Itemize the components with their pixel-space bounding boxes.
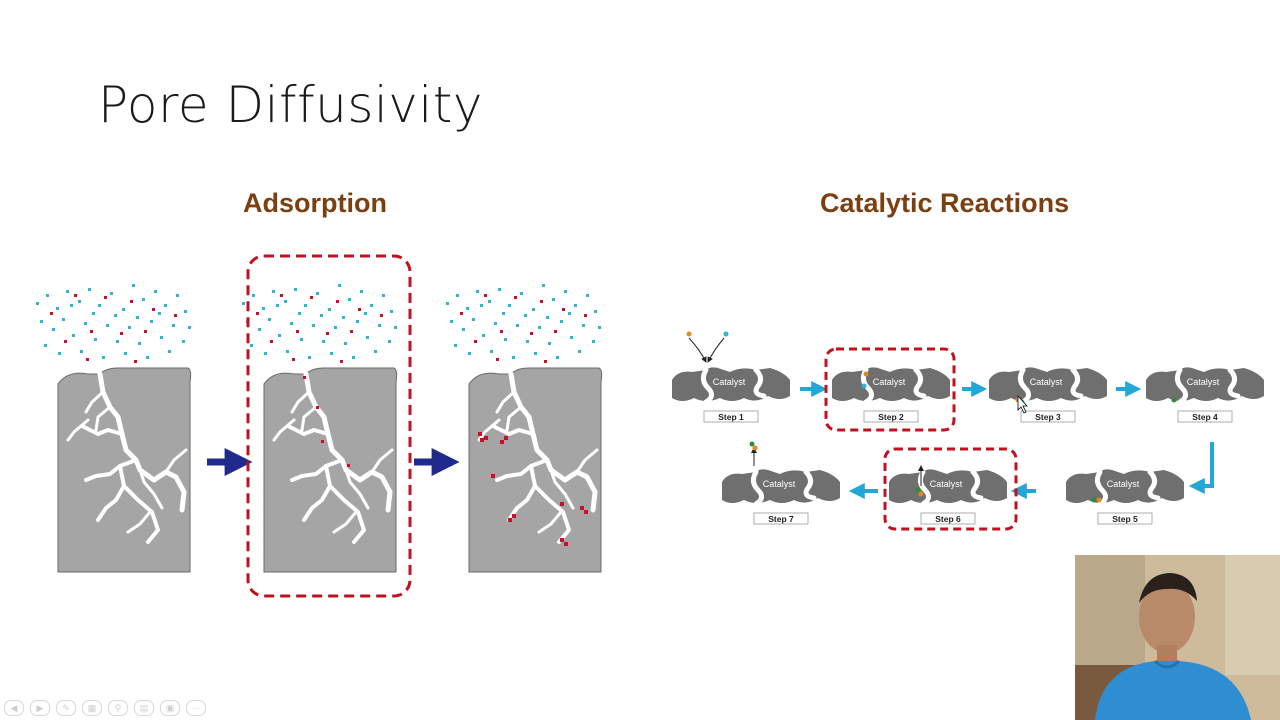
slide-title: Pore Diffusivity <box>98 76 483 134</box>
adsorption-stage-2 <box>242 284 397 572</box>
mouse-cursor-icon <box>1017 394 1028 414</box>
step-label: Step 5 <box>1112 514 1138 524</box>
catalytic-step-3: Catalyst Step 3 <box>989 367 1107 423</box>
catalyst-label: Catalyst <box>873 377 906 387</box>
adsorption-stage-3 <box>446 284 602 572</box>
prev-icon[interactable]: ◀ <box>4 700 24 716</box>
step-6-highlight-box <box>883 447 1018 531</box>
catalytic-step-5: Catalyst Step 5 <box>1066 469 1184 525</box>
catalytic-step-2: Catalyst Step 2 <box>832 367 950 423</box>
step-label: Step 7 <box>768 514 794 524</box>
catalyst-label: Catalyst <box>930 479 963 489</box>
catalytic-step-7: Catalyst Step 7 <box>722 441 840 525</box>
catalyst-label: Catalyst <box>1107 479 1140 489</box>
webcam-video <box>1075 555 1280 720</box>
pen-icon[interactable]: ✎ <box>56 700 76 716</box>
catalytic-step-1: Catalyst Step 1 <box>672 331 790 423</box>
slides-icon[interactable]: ▦ <box>82 700 102 716</box>
catalytic-reactions-heading: Catalytic Reactions <box>820 188 1070 218</box>
catalytic-step-6: Catalyst Step 6 <box>889 465 1007 525</box>
step-label: Step 2 <box>878 412 904 422</box>
presenter-icon[interactable]: ▣ <box>160 700 180 716</box>
adsorption-stage-1 <box>36 284 191 572</box>
step-label: Step 3 <box>1035 412 1061 422</box>
more-icon[interactable]: ⋯ <box>186 700 206 716</box>
catalytic-step-4: Catalyst Step 4 <box>1146 367 1264 423</box>
step-label: Step 6 <box>935 514 961 524</box>
step-label: Step 4 <box>1192 412 1218 422</box>
catalyst-label: Catalyst <box>1030 377 1063 387</box>
step-2-highlight-box <box>824 347 956 432</box>
next-icon[interactable]: ▶ <box>30 700 50 716</box>
adsorption-highlight-box <box>246 254 412 598</box>
slideshow-toolbar: ◀ ▶ ✎ ▦ ⚲ ▤ ▣ ⋯ <box>4 700 206 716</box>
step-arrow <box>1188 442 1214 494</box>
catalyst-label: Catalyst <box>1187 377 1220 387</box>
zoom-icon[interactable]: ⚲ <box>108 700 128 716</box>
step-label: Step 1 <box>718 412 744 422</box>
subtitle-icon[interactable]: ▤ <box>134 700 154 716</box>
catalyst-label: Catalyst <box>763 479 796 489</box>
adsorption-heading: Adsorption <box>243 188 387 218</box>
catalyst-label: Catalyst <box>713 377 746 387</box>
